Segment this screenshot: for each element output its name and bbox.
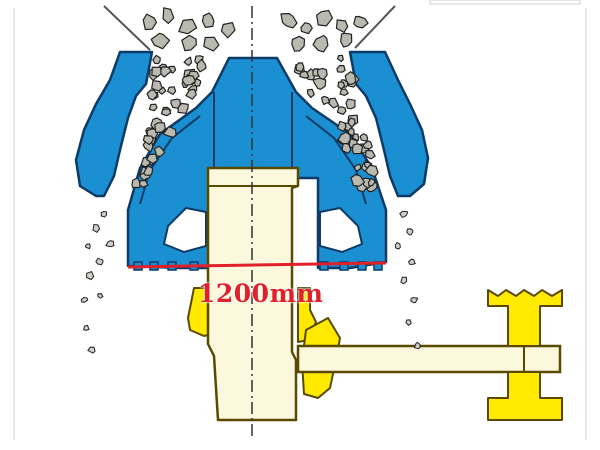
discharge-particle xyxy=(100,210,108,218)
discharge-particle xyxy=(85,270,95,281)
discharge-particle xyxy=(92,223,101,233)
rock xyxy=(339,88,349,97)
rock xyxy=(359,133,369,142)
dimension-line xyxy=(127,261,387,269)
rock xyxy=(131,177,141,189)
discharge-particle xyxy=(413,341,421,350)
rock xyxy=(316,9,333,27)
discharge-particle xyxy=(406,228,414,236)
rock xyxy=(337,131,351,145)
rock xyxy=(336,54,344,63)
rock xyxy=(150,32,171,50)
discharge-particle xyxy=(400,276,408,285)
rock xyxy=(160,108,172,117)
rock xyxy=(337,120,347,132)
rock xyxy=(340,32,353,48)
rock xyxy=(336,106,347,115)
rock xyxy=(362,140,373,150)
dimension-label: 1200mm xyxy=(198,279,324,308)
rock xyxy=(178,18,198,35)
discharge-particle xyxy=(394,241,401,250)
rock xyxy=(347,117,356,128)
rock xyxy=(328,97,340,109)
discharge-particle xyxy=(80,296,89,303)
rock xyxy=(351,143,363,155)
rock xyxy=(196,58,207,73)
rock xyxy=(142,135,154,146)
rock xyxy=(299,70,310,79)
discharge-particle xyxy=(95,257,104,266)
drive-pulley xyxy=(487,289,563,421)
rock xyxy=(203,36,220,52)
rock xyxy=(170,98,181,109)
rock xyxy=(185,88,197,100)
rock xyxy=(344,71,357,86)
discharge-particle xyxy=(405,319,412,326)
rock xyxy=(152,54,161,65)
rock xyxy=(336,64,346,73)
rock xyxy=(316,67,328,80)
rock xyxy=(350,174,365,187)
rock xyxy=(335,19,349,34)
rock xyxy=(220,22,236,39)
rock xyxy=(345,98,356,110)
discharge-particle xyxy=(410,297,419,304)
rock xyxy=(181,74,197,86)
left-concave-liner xyxy=(74,50,154,198)
frame-lines xyxy=(13,0,587,440)
rock xyxy=(201,12,215,28)
discharge-particle xyxy=(82,324,90,331)
discharge-particles xyxy=(80,210,421,354)
discharge-particle xyxy=(97,293,104,299)
rock xyxy=(162,7,175,24)
rock xyxy=(312,77,327,90)
rock xyxy=(337,81,346,90)
rock xyxy=(321,95,331,106)
rock xyxy=(367,177,376,187)
rock xyxy=(143,165,154,176)
rock xyxy=(183,56,193,67)
discharge-particle xyxy=(87,346,96,354)
main-shaft xyxy=(206,166,300,422)
rock xyxy=(167,86,177,96)
rock xyxy=(151,66,162,78)
rock xyxy=(146,89,158,101)
rock xyxy=(162,125,177,138)
rock xyxy=(306,88,315,99)
mantle-window-right xyxy=(319,206,364,254)
discharge-particle xyxy=(105,240,115,248)
rock xyxy=(365,150,376,160)
discharge-particle xyxy=(84,243,91,250)
rock xyxy=(312,34,329,53)
mantle-window-left xyxy=(162,206,207,254)
rock xyxy=(300,22,313,35)
rock xyxy=(364,164,379,178)
rock xyxy=(148,103,158,112)
rock xyxy=(353,163,362,172)
discharge-particle xyxy=(399,210,409,218)
rock xyxy=(154,122,166,134)
ore-rocks xyxy=(131,7,379,193)
rock xyxy=(280,13,298,29)
rock xyxy=(153,145,166,157)
feed-hopper-lines xyxy=(103,5,396,51)
rock xyxy=(181,34,197,52)
rock xyxy=(146,153,158,165)
rock xyxy=(353,15,369,29)
drive-shaft xyxy=(296,344,562,374)
rock xyxy=(341,141,352,154)
rock xyxy=(151,80,163,92)
right-concave-liner xyxy=(348,50,430,198)
rock xyxy=(295,62,305,73)
rock xyxy=(291,35,306,52)
discharge-particle xyxy=(407,258,416,265)
rock xyxy=(142,13,157,31)
